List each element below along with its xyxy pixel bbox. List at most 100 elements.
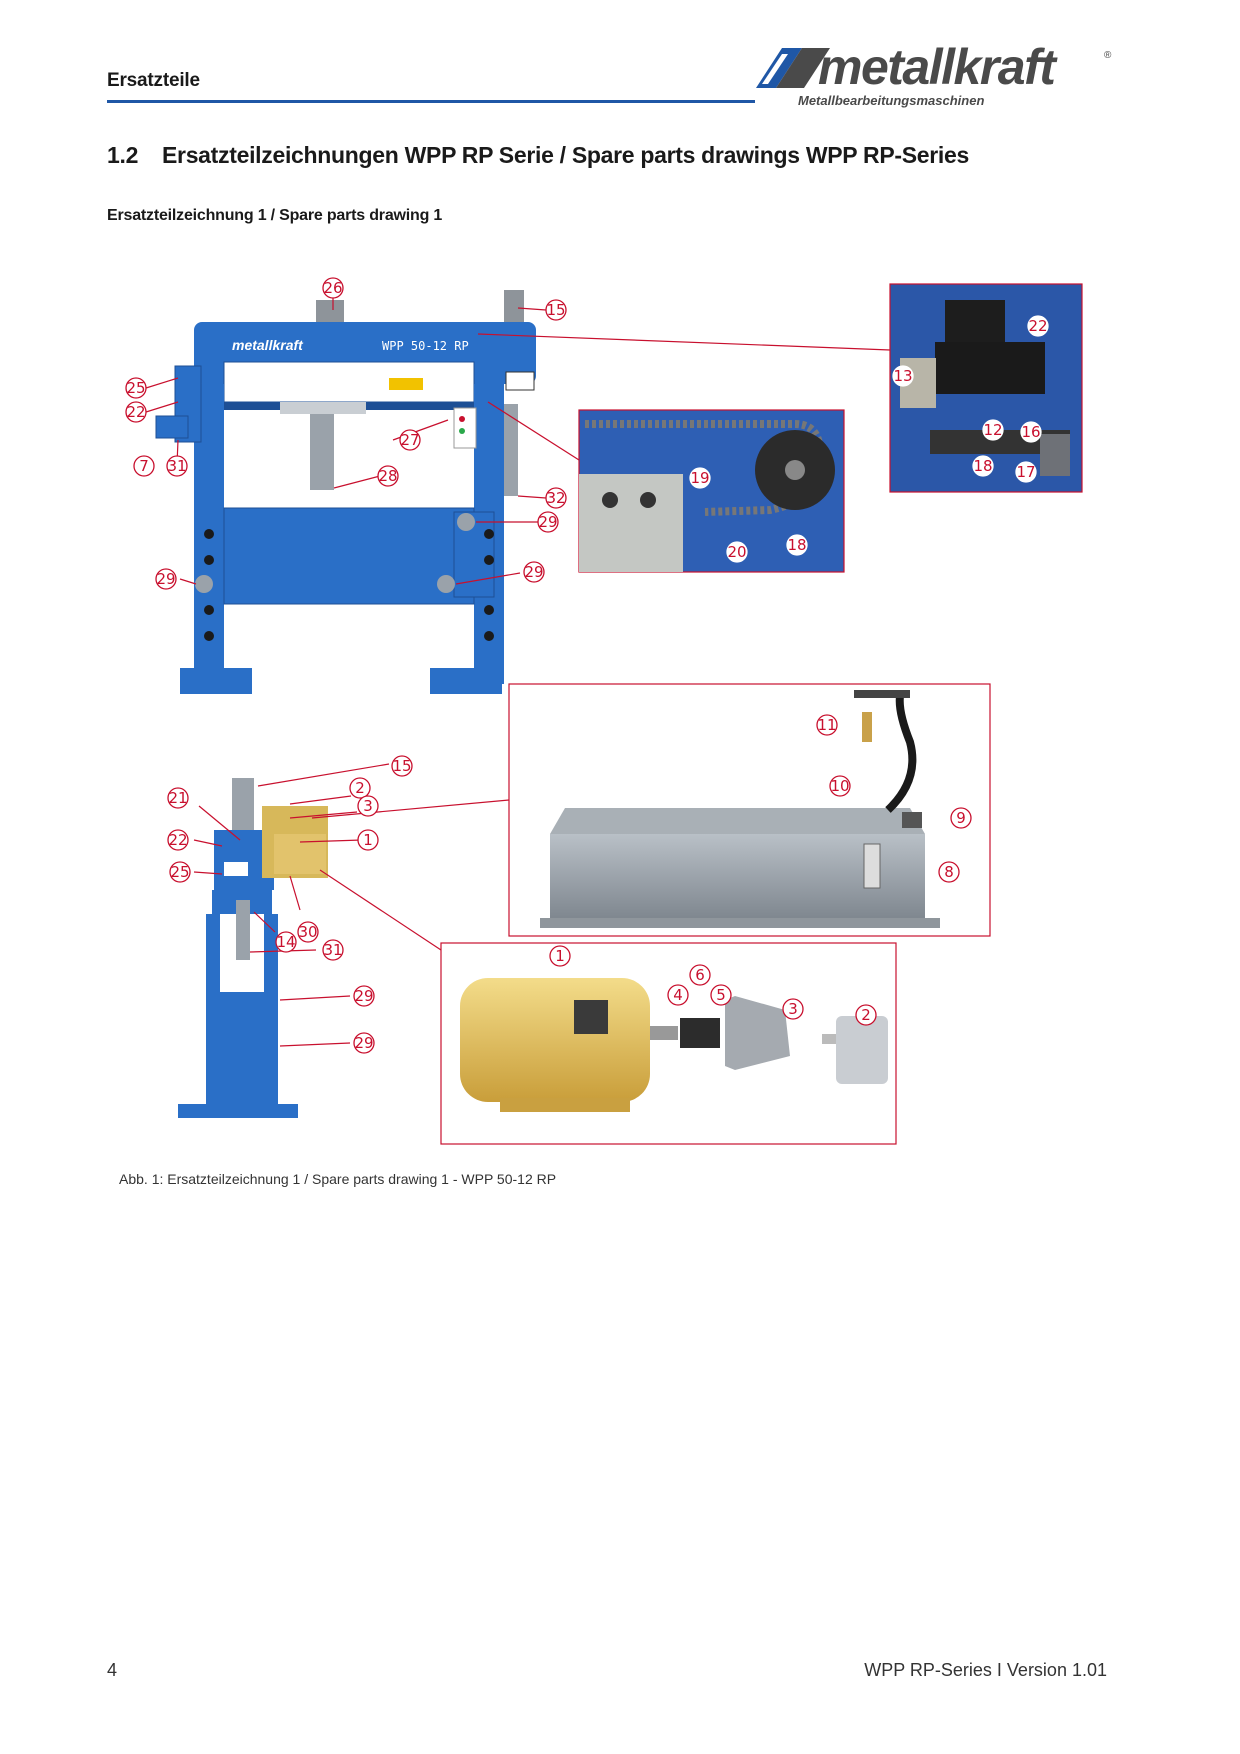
callout-marker: 16 (1020, 421, 1042, 443)
svg-text:31: 31 (323, 941, 342, 959)
svg-text:25: 25 (170, 863, 189, 881)
press-model-plate: WPP 50-12 RP (382, 339, 469, 353)
callout-marker: 4 (667, 984, 689, 1006)
callout-marker: 11 (816, 714, 838, 736)
svg-text:9: 9 (956, 809, 966, 827)
page-number: 4 (107, 1660, 118, 1680)
callout-marker: 9 (950, 807, 972, 829)
svg-text:11: 11 (817, 716, 836, 734)
callout-marker: 21 (167, 787, 189, 809)
callout-marker: 22 (125, 401, 147, 423)
callout-numbers: 26 15 25 22 7 31 27 28 32 29 29 29 19 20… (125, 277, 1049, 1054)
svg-text:29: 29 (538, 513, 557, 531)
callout-marker: 29 (155, 568, 177, 590)
logo-tagline: Metallbearbeitungsmaschinen (798, 93, 985, 108)
header-rule (107, 100, 755, 103)
svg-text:13: 13 (893, 367, 912, 385)
callout-marker: 18 (786, 534, 808, 556)
callout-marker: 1 (357, 829, 379, 851)
svg-text:26: 26 (323, 279, 342, 297)
svg-text:17: 17 (1016, 463, 1035, 481)
callout-marker: 3 (782, 998, 804, 1020)
svg-text:7: 7 (139, 457, 149, 475)
svg-text:27: 27 (400, 431, 419, 449)
svg-text:29: 29 (354, 1034, 373, 1052)
callout-marker: 29 (523, 561, 545, 583)
svg-text:4: 4 (673, 986, 683, 1004)
running-header: Ersatzteile (107, 70, 200, 91)
callout-marker: 31 (322, 939, 344, 961)
logo-registered: ® (1104, 50, 1112, 61)
callout-marker: 22 (167, 829, 189, 851)
svg-text:22: 22 (1028, 317, 1047, 335)
svg-text:22: 22 (168, 831, 187, 849)
svg-text:22: 22 (126, 403, 145, 421)
callout-marker: 15 (545, 299, 567, 321)
callout-marker: 6 (689, 964, 711, 986)
svg-text:10: 10 (830, 777, 849, 795)
spare-parts-figure: metallkraft WPP 50-12 RP (125, 277, 1083, 1145)
svg-text:21: 21 (168, 789, 187, 807)
tank-inset (508, 683, 991, 937)
callout-marker: 22 (1027, 315, 1049, 337)
svg-text:16: 16 (1021, 423, 1040, 441)
logo-wordmark: metallkraft (818, 39, 1056, 95)
chain-detail-inset (578, 409, 845, 573)
callout-marker: 26 (322, 277, 344, 299)
press-side-view (178, 778, 328, 1118)
svg-text:15: 15 (546, 301, 565, 319)
leader-lines (145, 297, 891, 1047)
svg-text:32: 32 (546, 489, 565, 507)
callout-marker: 17 (1015, 461, 1037, 483)
callout-marker: 1 (549, 945, 571, 967)
svg-text:1: 1 (555, 947, 565, 965)
callout-marker: 14 (275, 931, 297, 953)
callout-marker: 3 (357, 795, 379, 817)
svg-text:1: 1 (363, 831, 373, 849)
svg-text:28: 28 (378, 467, 397, 485)
callout-marker: 32 (545, 487, 567, 509)
callout-marker: 31 (166, 455, 188, 477)
callout-marker: 7 (133, 455, 155, 477)
press-front-view: metallkraft WPP 50-12 RP (155, 290, 536, 694)
drawing-subtitle: Ersatzteilzeichnung 1 / Spare parts draw… (107, 207, 443, 224)
callout-marker: 29 (353, 985, 375, 1007)
callout-marker: 29 (537, 511, 559, 533)
callout-marker: 18 (972, 455, 994, 477)
svg-text:25: 25 (126, 379, 145, 397)
callout-marker: 19 (689, 467, 711, 489)
callout-marker: 30 (297, 921, 319, 943)
svg-text:29: 29 (524, 563, 543, 581)
callout-marker: 13 (892, 365, 914, 387)
callout-marker: 2 (855, 1004, 877, 1026)
callout-marker: 29 (353, 1032, 375, 1054)
document-version: WPP RP-Series I Version 1.01 (864, 1660, 1107, 1680)
svg-text:8: 8 (944, 863, 954, 881)
callout-marker: 27 (399, 429, 421, 451)
logo-mark-icon (756, 48, 830, 88)
callout-marker: 15 (391, 755, 413, 777)
svg-text:30: 30 (298, 923, 317, 941)
callout-marker: 28 (377, 465, 399, 487)
svg-text:6: 6 (695, 966, 705, 984)
section-number: 1.2 (107, 142, 139, 168)
callout-marker: 10 (829, 775, 851, 797)
callout-marker: 25 (125, 377, 147, 399)
press-brand-text: metallkraft (232, 337, 304, 353)
svg-text:18: 18 (973, 457, 992, 475)
section-title-text: Ersatzteilzeichnungen WPP RP Serie / Spa… (162, 142, 969, 168)
callout-marker: 25 (169, 861, 191, 883)
svg-text:3: 3 (363, 797, 373, 815)
svg-text:3: 3 (788, 1000, 798, 1018)
svg-text:5: 5 (716, 986, 726, 1004)
callout-marker: 12 (982, 419, 1004, 441)
svg-text:31: 31 (167, 457, 186, 475)
metallkraft-logo: metallkraft ® Metallbearbeitungsmaschine… (752, 39, 1114, 110)
callout-marker: 2 (349, 777, 371, 799)
svg-text:29: 29 (156, 570, 175, 588)
section-title: 1.2 Ersatzteilzeichnungen WPP RP Serie / … (107, 142, 969, 169)
svg-text:18: 18 (787, 536, 806, 554)
svg-text:2: 2 (355, 779, 365, 797)
callout-marker: 20 (726, 541, 748, 563)
svg-text:12: 12 (983, 421, 1002, 439)
